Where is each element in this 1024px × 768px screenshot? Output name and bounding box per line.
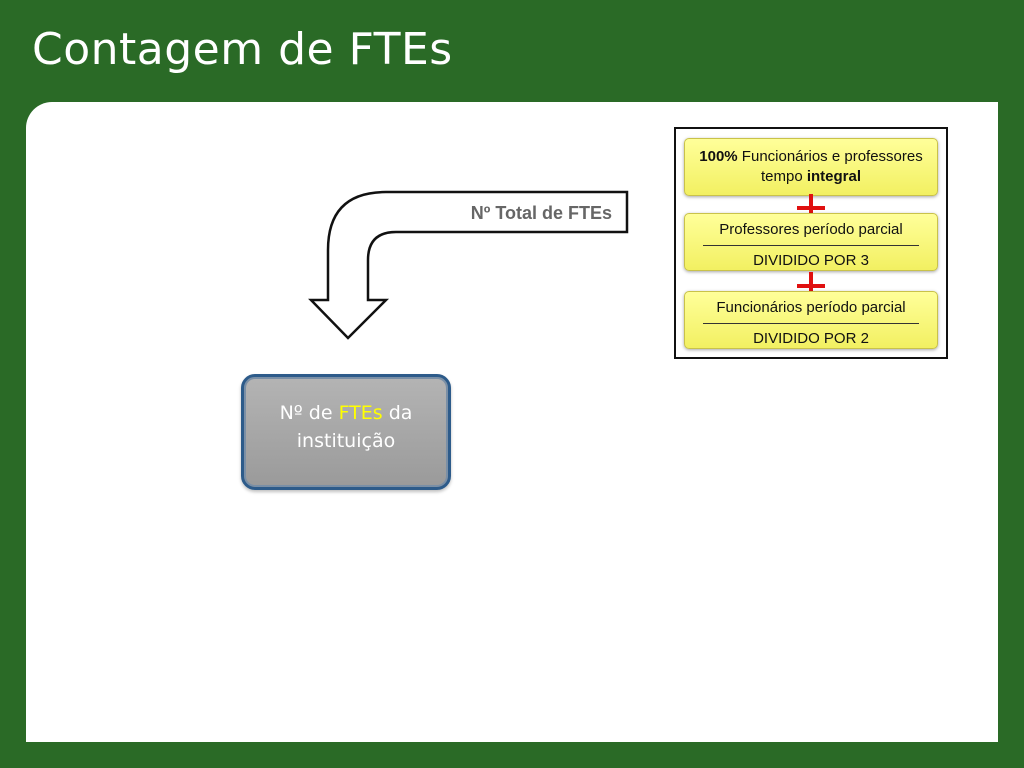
full-time-box: 100% Funcionários e professores tempo in… — [684, 138, 938, 196]
institution-fte-text: Nº de FTEs da instituição — [244, 399, 448, 455]
part-time-professors-label: Professores período parcial — [719, 221, 903, 238]
institution-suffix: da instituição — [296, 402, 413, 452]
bent-down-arrow — [308, 190, 629, 340]
institution-highlight: FTEs — [338, 402, 383, 424]
content-panel: Nº Total de FTEs Nº de FTEs da instituiç… — [26, 102, 998, 742]
institution-prefix: Nº de — [279, 402, 339, 424]
full-time-text: Funcionários e professores tempo — [737, 148, 923, 185]
plus-icon — [797, 194, 825, 222]
part-time-staff-box: Funcionários período parcial DIVIDIDO PO… — [684, 291, 938, 349]
full-time-percent: 100% — [699, 148, 738, 165]
fraction-divider — [703, 245, 919, 246]
slide-title: Contagem de FTEs — [32, 24, 453, 75]
part-time-staff-label: Funcionários período parcial — [716, 299, 906, 316]
divided-by-3-label: DIVIDIDO POR 3 — [753, 252, 869, 269]
institution-fte-box: Nº de FTEs da instituição — [241, 374, 451, 490]
divided-by-2-label: DIVIDIDO POR 2 — [753, 330, 869, 347]
plus-icon — [797, 272, 825, 300]
arrow-label: Nº Total de FTEs — [470, 203, 612, 223]
full-time-integral: integral — [806, 168, 862, 185]
calculation-frame: 100% Funcionários e professores tempo in… — [674, 127, 948, 359]
fraction-divider — [703, 323, 919, 324]
part-time-professors-box: Professores período parcial DIVIDIDO POR… — [684, 213, 938, 271]
